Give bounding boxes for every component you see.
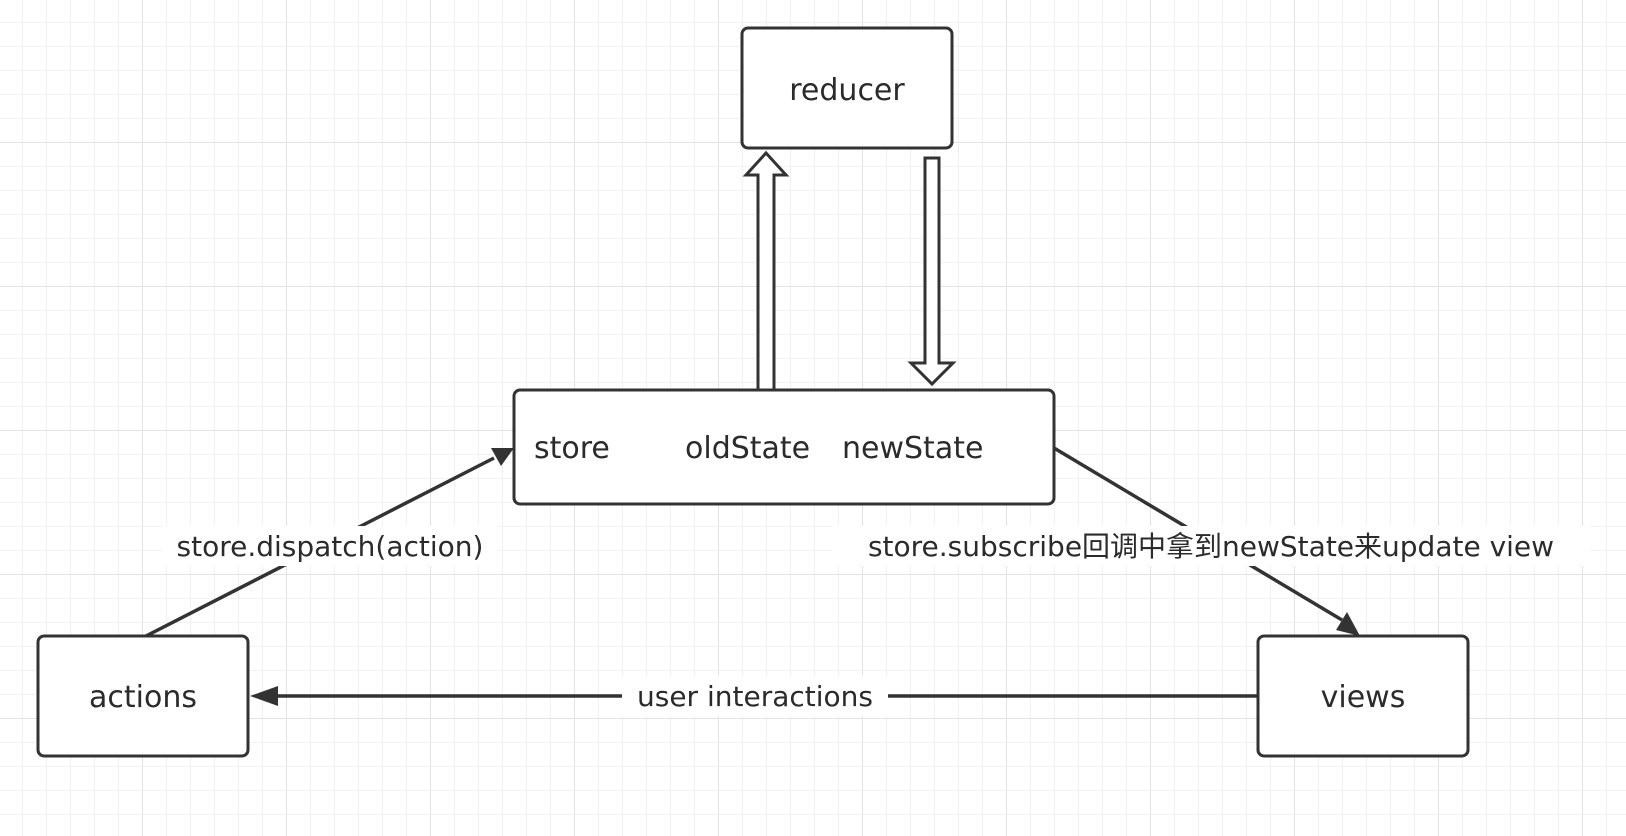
reducer-label: reducer (789, 73, 905, 108)
reducer-to-store-arrow (907, 156, 957, 387)
user-interactions-label: user interactions (637, 680, 873, 713)
dispatch-label: store.dispatch(action) (177, 530, 484, 563)
subscribe-label: store.subscribe回调中拿到newState来update view (868, 530, 1554, 563)
actions-label: actions (89, 680, 197, 715)
actions-node: actions (36, 634, 250, 758)
store-to-reducer-arrow (742, 150, 790, 392)
user-interactions-edge: user interactions (250, 676, 1258, 716)
views-label: views (1321, 680, 1406, 715)
reducer-node: reducer (740, 26, 954, 150)
store-label: store (534, 431, 610, 466)
views-node: views (1256, 634, 1470, 758)
store-node: store oldState newState (512, 388, 1056, 506)
dispatch-edge: store.dispatch(action) (145, 448, 514, 638)
subscribe-edge: store.subscribe回调中拿到newState来update view (832, 446, 1590, 636)
new-state-label: newState (842, 431, 983, 466)
old-state-label: oldState (685, 431, 810, 466)
